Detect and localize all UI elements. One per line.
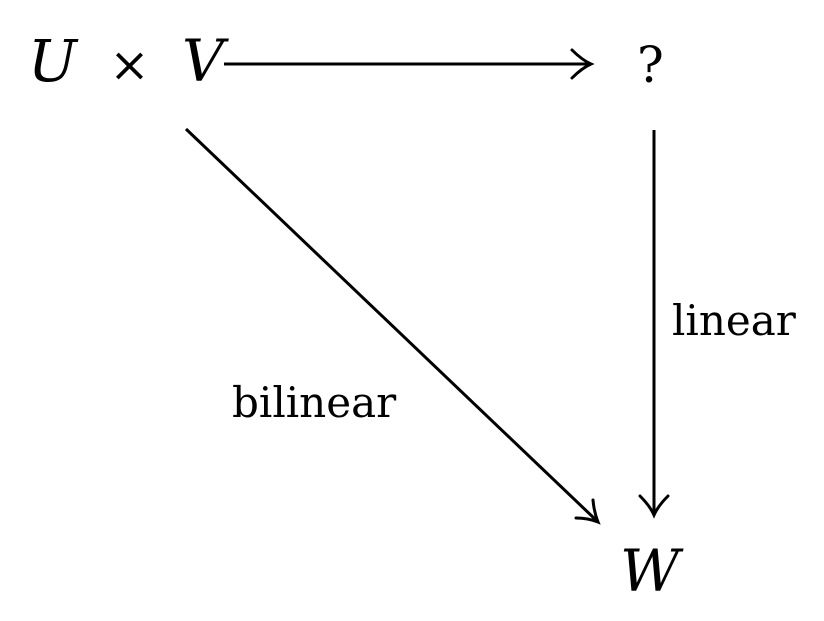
product-symbol: × xyxy=(109,37,150,93)
source-node: U × V xyxy=(28,32,224,90)
bilinear-label: bilinear xyxy=(232,378,397,427)
unknown-node: ? xyxy=(637,36,664,94)
linear-label: linear xyxy=(672,296,796,345)
target-node: W xyxy=(620,537,680,605)
arrow-source-to-unknown xyxy=(224,48,595,80)
source-right-symbol: V xyxy=(181,27,224,95)
arrow-unknown-to-target xyxy=(638,130,670,519)
source-left-symbol: U xyxy=(28,27,77,95)
arrow-source-to-target xyxy=(184,127,601,525)
